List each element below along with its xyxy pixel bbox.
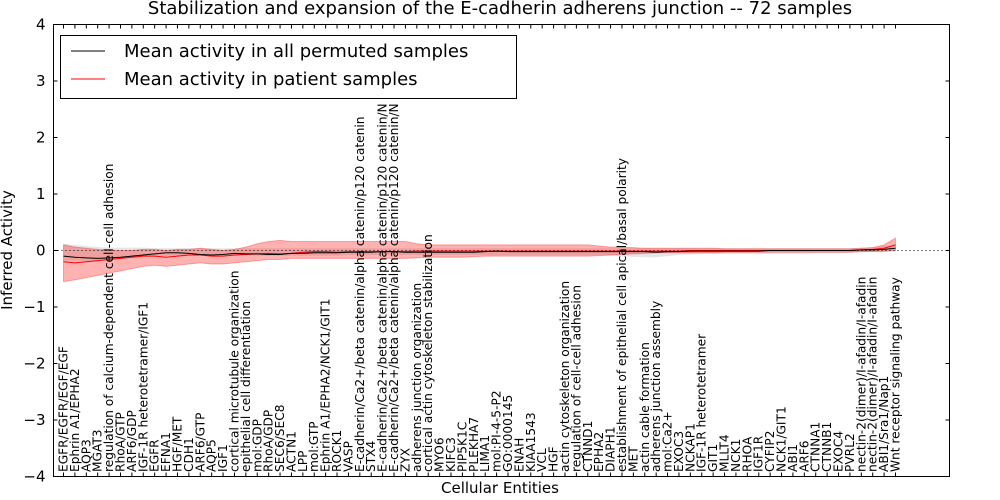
x-category-label: KIAA1543 [524,412,538,472]
x-category-label: PLEKHA7 [467,417,481,472]
x-category-label: mol:Ca2+ [661,411,675,472]
x-category-label: LIMA1 [478,435,492,472]
x-category-label: STX4 [364,440,378,472]
y-axis: −4 −3 −2 −1 0 1 2 3 4 [23,16,950,486]
x-category-label: adherens junction organization [410,283,424,472]
x-category-label: MET [626,446,640,472]
x-category-label: MGAT3 [91,429,105,472]
x-category-label: Ephrin A1/EPHA2 [68,368,82,472]
x-category-label: regulation of calcium-dependent cell-cel… [102,164,116,472]
x-category-label: actin cytoskeleton organization [558,281,572,472]
x-category-label: EFNA1 [159,432,173,472]
x-category-label: NCK1 [729,439,743,472]
x-category-label: CYFIP2 [763,431,777,472]
x-category-label: Wnt receptor signaling pathway [889,277,903,472]
x-category-label: mol:GTP [307,421,321,472]
x-category-label: CTNND1 [581,421,595,472]
series-line-permuted [63,247,896,259]
x-category-label: ARF6 [797,440,811,472]
x-category-label: MYO6 [433,437,447,472]
x-category-label: GO:0000145 [501,395,515,472]
plot-area [53,237,950,283]
x-category-label: actin cable formation [638,342,652,472]
x-category-label: ENAH [512,438,526,472]
x-category-label: CTNNB1 [820,422,834,472]
x-category-label: adherens junction assembly [649,301,663,472]
x-category-label: RHOA [740,436,754,472]
x-category-label: HGF [547,446,561,472]
x-category-label: PIP5K1C [455,422,469,472]
x-category-label: nectin-2(dimer)/I-afadin/I-afadin [866,277,880,472]
y-axis-label: Inferred Activity [0,190,16,310]
x-category-label: HGF/MET [170,416,184,472]
x-category-label: EGFR/EGFR/EGF/EGF [57,346,71,472]
y-tick-label: −4 [23,468,45,486]
y-tick-label: −1 [23,298,45,316]
x-category-label: NCKAP1 [683,423,697,472]
band-patient [63,237,896,283]
x-category-label: mol:GDP [250,419,264,472]
x-category-label: EGFR [148,439,162,472]
x-category-label: ARF6/GTP [193,413,207,472]
y-tick-label: −2 [23,355,45,373]
y-tick-label: 1 [36,185,46,203]
y-tick-label: 3 [36,72,46,90]
x-category-label: PVRL2 [843,433,857,472]
x-category-label: EPHA2 [592,432,606,472]
x-category-label: CDH1 [182,437,196,472]
x-category-label: mol:PI-4-5-P2 [490,390,504,472]
x-category-label: DIAPH1 [604,426,618,472]
x-category-label: VASP [341,441,355,472]
x-category-label: IGF1 [216,444,230,472]
x-category-label: ZYX [398,448,412,472]
x-category-label: cortical actin cytoskeleton stabilizatio… [421,234,435,472]
x-category-label: IGF1R [752,435,766,472]
x-category-label: ACTN1 [284,431,298,472]
x-category-label: ABI1/Sra1/Nap1 [877,376,891,472]
legend-box [60,35,517,99]
x-category-label: E-cadherin/Ca2+/beta catenin/alpha caten… [387,103,401,472]
x-category-label: IGF-1R heterotetramer [695,333,709,472]
x-category-label: RhoA/GDP [262,410,276,472]
y-tick-label: 4 [36,16,46,34]
x-category-label: E-cadherin/Ca2+/beta catenin/alpha caten… [376,103,390,472]
x-category-label: AQP5 [205,439,219,472]
x-category-label: regulation of cell-cell adhesion [569,285,583,472]
x-category-label: ROCK1 [330,430,344,472]
x-category-label: NCK1/GIT1 [775,406,789,472]
series-line-patient [63,244,896,264]
x-category-label: establishment of epithelial cell apical/… [615,158,629,472]
x-category-label: EXOC3 [672,431,686,472]
x-category-label: VCL [535,448,549,472]
x-category-label: EXOC4 [832,431,846,472]
y-tick-label: 2 [36,129,46,147]
x-category-label: IGF-1R heterotetramer/IGF1 [136,302,150,472]
x-category-label: E-cadherin/Ca2+/beta catenin/alpha caten… [353,117,367,472]
x-category-label: cortical microtubule organization [227,271,241,472]
x-category-label: CTNNA1 [809,422,823,472]
y-tick-label: −3 [23,411,45,429]
y-tick-label: 0 [36,242,46,260]
x-category-label: epithelial cell differentiation [239,301,253,472]
x-category-label: ABI1 [786,444,800,472]
legend-label-permuted: Mean activity in all permuted samples [124,41,468,62]
x-category-label: nectin-2(dimer)/I-afadin/I-afadin [854,277,868,472]
x-category-label: LPP [296,451,310,473]
x-category-label: KIFC3 [444,437,458,472]
x-category-label: AQP3 [79,439,93,472]
x-category-label: SEC6/SEC8 [273,404,287,472]
x-category-label: ARF6/GDP [125,410,139,472]
x-axis-label: Cellular Entities [441,479,559,497]
legend-label-patient: Mean activity in patient samples [124,69,418,90]
chart-title: Stabilization and expansion of the E-cad… [148,0,852,19]
chart-legend: Mean activity in all permuted samples Me… [60,35,517,99]
x-category-label: RhoA/GTP [113,412,127,472]
x-category-label: GIT1 [706,444,720,472]
x-category-label: Ephrin A1/EPHA2/NCK1/GIT1 [319,299,333,472]
x-category-label: MLLT4 [718,434,732,472]
